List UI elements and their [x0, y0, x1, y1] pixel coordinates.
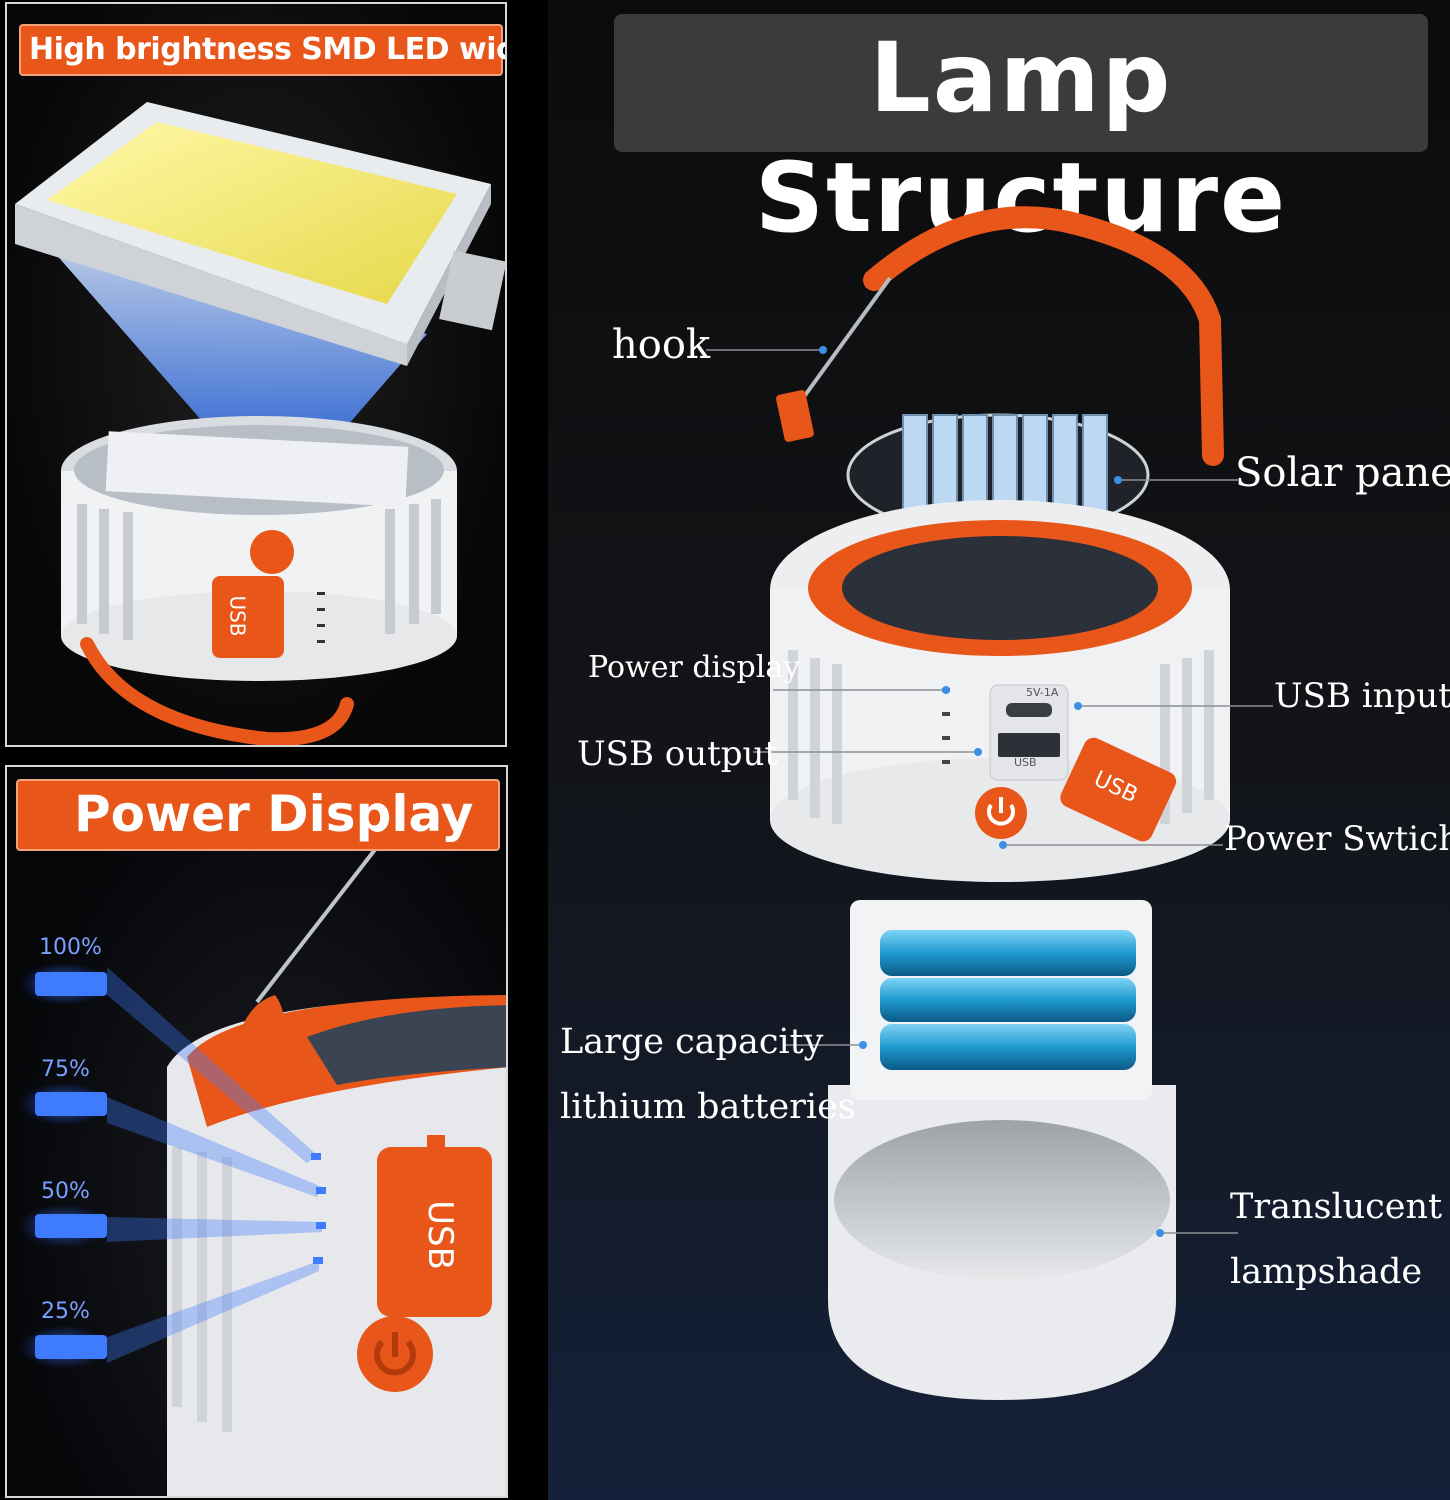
title-box: Lamp Structure — [614, 14, 1428, 254]
usb-input-port — [1006, 703, 1052, 717]
label-solar-panel: Solar panel — [1235, 450, 1450, 496]
label-power-switch: Power Swtich — [1224, 819, 1450, 859]
level-75-label: 75% — [41, 1057, 90, 1082]
power-display-panel: Power Display 100% 75% 50% 25% USB — [5, 765, 508, 1498]
lamp-structure-panel: Lamp Structure — [548, 0, 1450, 1500]
power-usb-cap — [377, 1147, 492, 1317]
level-50-label: 50% — [41, 1179, 90, 1204]
label-power-display: Power display — [588, 650, 801, 685]
led-power-button — [250, 530, 294, 574]
label-batteries-line1: Large capacity — [560, 1022, 824, 1062]
usb-cap — [1060, 737, 1177, 842]
led-wick-panel: High brightness SMD LED wick USB — [5, 2, 507, 747]
level-indicator-dots — [311, 1153, 326, 1264]
power-lamp-illustration — [19, 845, 506, 1496]
hook-wire — [796, 276, 892, 407]
led-handle — [80, 637, 354, 745]
led-wick-banner: High brightness SMD LED wick — [19, 24, 505, 76]
label-batteries-line2: lithium batteries — [560, 1087, 856, 1127]
battery-cells — [880, 930, 1136, 1070]
led-phosphor — [47, 122, 457, 304]
light-beam — [47, 244, 427, 472]
level-bars — [19, 962, 109, 1369]
power-hook-wire — [255, 845, 379, 1004]
usb-input-port-text: 5V-1A — [1026, 686, 1059, 699]
level-100-label: 100% — [39, 935, 102, 960]
orange-handle — [863, 206, 1224, 466]
label-lampshade-line2: lampshade — [1230, 1252, 1423, 1292]
power-hook-loop — [235, 995, 285, 1067]
label-lampshade-line1: Translucent — [1230, 1187, 1443, 1227]
page-title: Lamp Structure — [754, 22, 1288, 254]
power-usb-label: USB — [419, 1200, 460, 1270]
led-usb-label: USB — [225, 595, 250, 637]
exploded-lamp-diagram — [706, 206, 1273, 1400]
level-25-label: 25% — [41, 1299, 90, 1324]
led-usb-cap — [212, 576, 284, 658]
hook-clip — [776, 390, 814, 442]
label-hook: hook — [612, 322, 711, 368]
led-lamp-illustration — [15, 102, 505, 745]
usb-output-port-text: USB — [1014, 756, 1037, 769]
label-usb-output: USB output — [577, 734, 779, 774]
label-usb-input: USB input — [1274, 676, 1450, 716]
usb-output-port — [998, 733, 1060, 757]
power-display-banner: Power Display — [16, 779, 500, 851]
